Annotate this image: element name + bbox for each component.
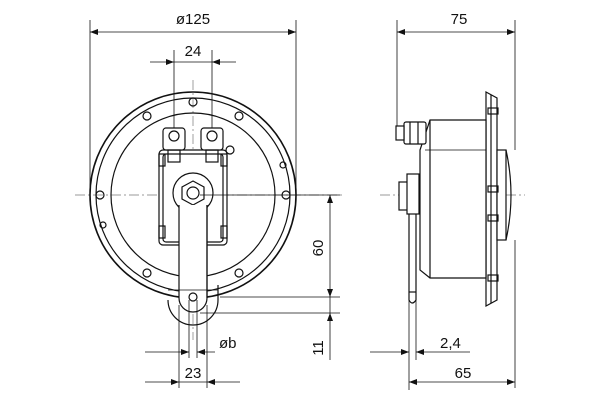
dim-bracket-height: 60 [310,240,327,257]
horn-side-view [370,20,525,390]
dim-bracket-tip: 11 [310,340,327,356]
dim-bracket-thickness: 2,4 [440,335,461,352]
bracket-strap [167,205,219,326]
dim-depth-total: 75 [451,11,468,28]
dim-bracket-width: 23 [185,365,202,382]
rim-screws [95,97,291,278]
side-connector [395,121,427,145]
horn-front-view [75,20,345,388]
dim-hole-diameter: øb [219,335,237,352]
dim-diameter: ø125 [176,11,210,28]
dim-mount-depth: 65 [455,365,472,382]
dim-hole-spacing: 24 [185,43,202,60]
